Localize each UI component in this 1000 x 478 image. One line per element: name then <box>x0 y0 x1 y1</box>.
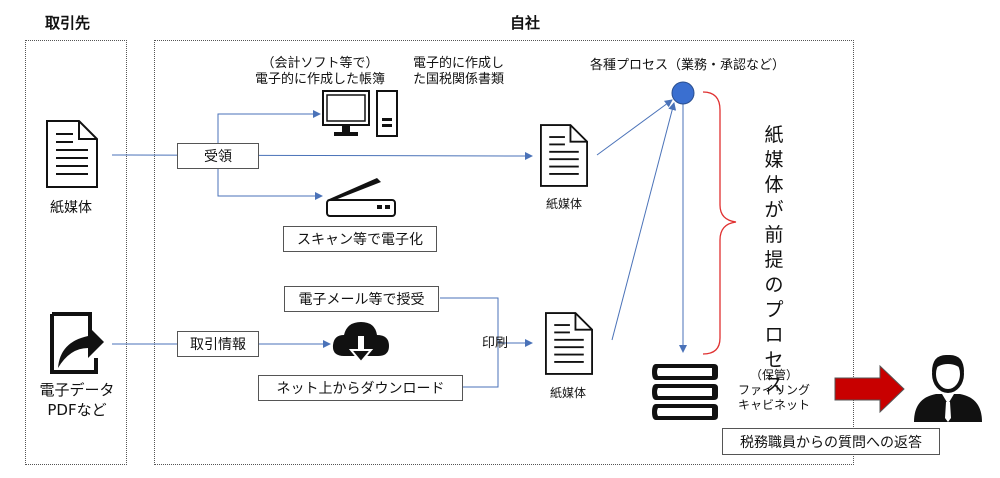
partner-electronic-label: 電子データ PDFなど <box>39 381 115 419</box>
cloud-download-icon <box>332 322 389 364</box>
download-box: ネット上からダウンロード <box>258 375 463 401</box>
tax-docs-label: 電子的に作成し た国税関係書類 <box>413 56 505 88</box>
process-label: 各種プロセス（業務・承認など） <box>590 58 786 73</box>
line-to-scanner <box>217 169 323 200</box>
email-box: 電子メール等で授受 <box>284 286 439 312</box>
partner-header: 取引先 <box>45 14 91 32</box>
print-label: 印刷 <box>482 336 509 351</box>
partner-frame <box>25 40 127 465</box>
process-dot <box>671 81 695 105</box>
document-icon <box>540 124 588 187</box>
scan-box: スキャン等で電子化 <box>283 226 437 252</box>
line-paper-to-doc <box>111 151 533 160</box>
tax-response-box: 税務職員からの質問への返答 <box>722 428 940 455</box>
line-bottom-paper-to-process <box>611 102 677 341</box>
document-icon <box>545 312 593 375</box>
share-file-icon <box>50 312 104 374</box>
bottom-paper-label: 紙媒体 <box>550 386 587 400</box>
company-header: 自社 <box>510 14 541 32</box>
brace-text: 紙媒体が前提のプロセス <box>764 124 784 396</box>
line-top-paper-to-process <box>596 99 673 156</box>
partner-paper-label: 紙媒体 <box>50 200 92 216</box>
red-brace <box>702 91 737 355</box>
document-icon <box>46 120 98 188</box>
ledger-label: （会計ソフト等で） 電子的に作成した帳簿 <box>255 56 386 88</box>
line-to-computer <box>217 110 321 143</box>
top-paper-label: 紙媒体 <box>546 197 583 211</box>
storage-label: （保管） ファイリング キャビネット <box>738 368 811 412</box>
computer-icon <box>322 90 398 137</box>
tax-officer-icon <box>914 354 982 422</box>
trade-info-box: 取引情報 <box>177 331 259 357</box>
company-frame <box>154 40 854 465</box>
books-icon <box>652 364 718 420</box>
big-red-arrow <box>834 364 905 414</box>
scanner-icon <box>326 178 396 217</box>
receive-box: 受領 <box>177 143 259 169</box>
